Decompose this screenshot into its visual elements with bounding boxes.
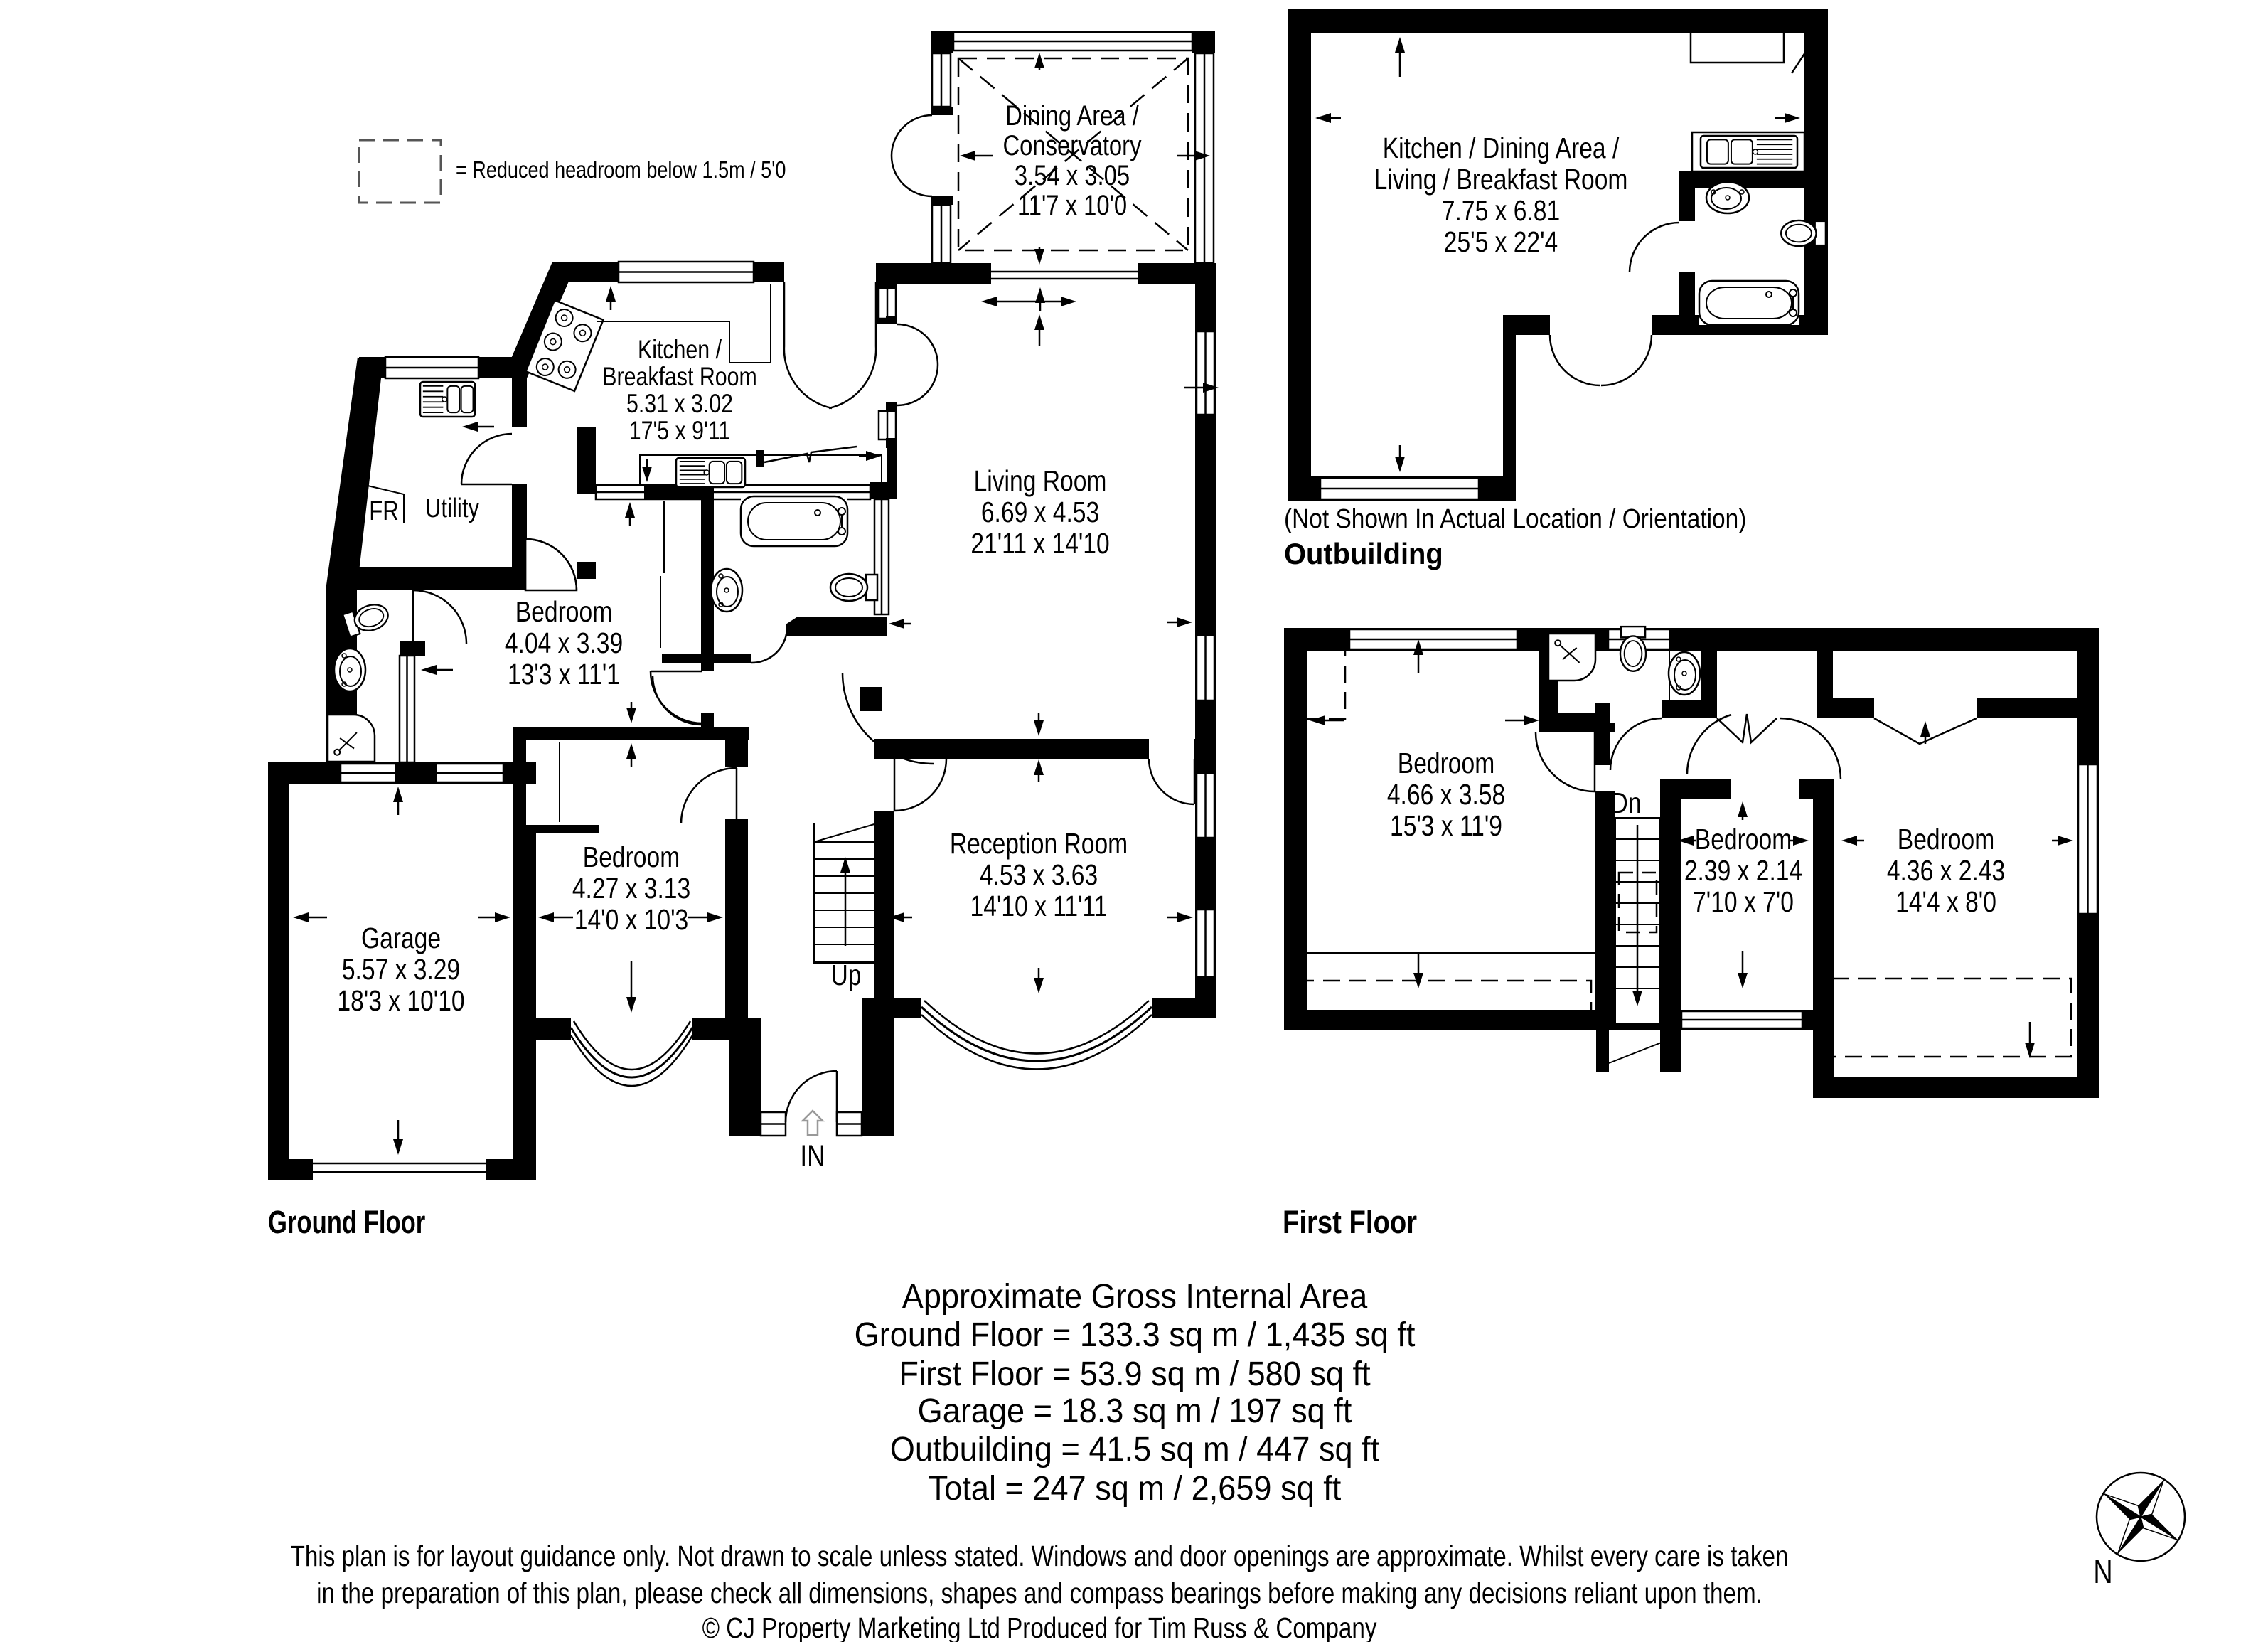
svg-text:Outbuilding = 41.5 sq m / 447: Outbuilding = 41.5 sq m / 447 sq ft	[890, 1430, 1379, 1468]
svg-text:Garage = 18.3 sq m / 197 sq ft: Garage = 18.3 sq m / 197 sq ft	[918, 1392, 1352, 1430]
svg-text:4.66 x 3.58: 4.66 x 3.58	[1387, 778, 1505, 811]
svg-text:7.75 x 6.81: 7.75 x 6.81	[1442, 194, 1560, 227]
svg-text:5.31 x 3.02: 5.31 x 3.02	[626, 389, 733, 419]
svg-text:First Floor = 53.9 sq m / 580: First Floor = 53.9 sq m / 580 sq ft	[899, 1355, 1370, 1393]
svg-text:17'5 x 9'11: 17'5 x 9'11	[629, 416, 731, 446]
svg-text:Reception Room: Reception Room	[950, 827, 1128, 860]
svg-text:Up: Up	[831, 959, 862, 991]
svg-text:Dn: Dn	[1611, 787, 1642, 819]
svg-text:2.39 x 2.14: 2.39 x 2.14	[1684, 854, 1802, 887]
svg-text:21'11 x 14'10: 21'11 x 14'10	[970, 527, 1109, 560]
svg-text:14'4 x 8'0: 14'4 x 8'0	[1895, 885, 1996, 918]
svg-text:= Reduced headroom below 1.5m: = Reduced headroom below 1.5m / 5'0	[456, 158, 786, 183]
svg-text:This plan is for layout guidan: This plan is for layout guidance only. N…	[291, 1540, 1789, 1572]
svg-text:IN: IN	[800, 1139, 825, 1173]
svg-text:Conservatory: Conservatory	[1003, 129, 1143, 161]
svg-text:Ground Floor: Ground Floor	[268, 1205, 426, 1240]
svg-text:Bedroom: Bedroom	[1898, 823, 1994, 855]
svg-text:4.53 x 3.63: 4.53 x 3.63	[980, 858, 1098, 891]
svg-text:Dining Area /: Dining Area /	[1005, 100, 1139, 132]
svg-text:7'10 x 7'0: 7'10 x 7'0	[1693, 885, 1794, 918]
svg-text:Kitchen /: Kitchen /	[638, 335, 722, 365]
svg-text:14'0 x 10'3: 14'0 x 10'3	[574, 903, 688, 936]
svg-text:13'3 x 11'1: 13'3 x 11'1	[508, 658, 620, 691]
svg-text:Bedroom: Bedroom	[515, 595, 612, 628]
svg-text:Total = 247 sq m / 2,659 sq ft: Total = 247 sq m / 2,659 sq ft	[929, 1469, 1342, 1508]
svg-text:14'10 x 11'11: 14'10 x 11'11	[970, 890, 1108, 922]
svg-text:4.27 x 3.13: 4.27 x 3.13	[572, 872, 690, 905]
svg-text:Kitchen / Dining Area /: Kitchen / Dining Area /	[1383, 132, 1620, 164]
svg-text:Breakfast Room: Breakfast Room	[602, 362, 756, 392]
svg-text:Bedroom: Bedroom	[1398, 747, 1494, 779]
svg-text:in the preparation of this pla: in the preparation of this plan, please …	[316, 1577, 1762, 1609]
svg-text:Bedroom: Bedroom	[1695, 823, 1792, 855]
svg-text:18'3 x 10'10: 18'3 x 10'10	[337, 984, 464, 1017]
svg-text:11'7 x 10'0: 11'7 x 10'0	[1017, 189, 1127, 221]
svg-text:4.04 x 3.39: 4.04 x 3.39	[505, 627, 623, 659]
svg-text:Living Room: Living Room	[974, 464, 1107, 497]
svg-text:Approximate Gross Internal Are: Approximate Gross Internal Area	[902, 1277, 1368, 1316]
svg-text:6.69 x 4.53: 6.69 x 4.53	[981, 496, 1099, 528]
svg-text:15'3 x 11'9: 15'3 x 11'9	[1390, 809, 1502, 842]
svg-text:4.36 x 2.43: 4.36 x 2.43	[1887, 854, 2005, 887]
svg-text:N: N	[2093, 1553, 2112, 1589]
svg-text:Outbuilding: Outbuilding	[1284, 537, 1443, 570]
svg-text:© CJ Property Marketing Ltd Pr: © CJ Property Marketing Ltd Produced for…	[702, 1611, 1377, 1642]
svg-text:(Not Shown In Actual Location: (Not Shown In Actual Location / Orientat…	[1284, 503, 1746, 533]
svg-text:Garage: Garage	[361, 922, 441, 954]
svg-text:FR: FR	[369, 496, 399, 526]
svg-text:3.54 x 3.05: 3.54 x 3.05	[1015, 159, 1130, 191]
svg-text:Living / Breakfast Room: Living / Breakfast Room	[1374, 163, 1628, 196]
svg-text:5.57 x 3.29: 5.57 x 3.29	[342, 953, 460, 986]
svg-text:Bedroom: Bedroom	[583, 841, 680, 873]
svg-text:Ground Floor = 133.3 sq m / 1,: Ground Floor = 133.3 sq m / 1,435 sq ft	[855, 1316, 1416, 1354]
svg-text:25'5 x 22'4: 25'5 x 22'4	[1444, 225, 1558, 258]
svg-text:Utility: Utility	[425, 494, 480, 523]
svg-text:First Floor: First Floor	[1283, 1204, 1417, 1240]
